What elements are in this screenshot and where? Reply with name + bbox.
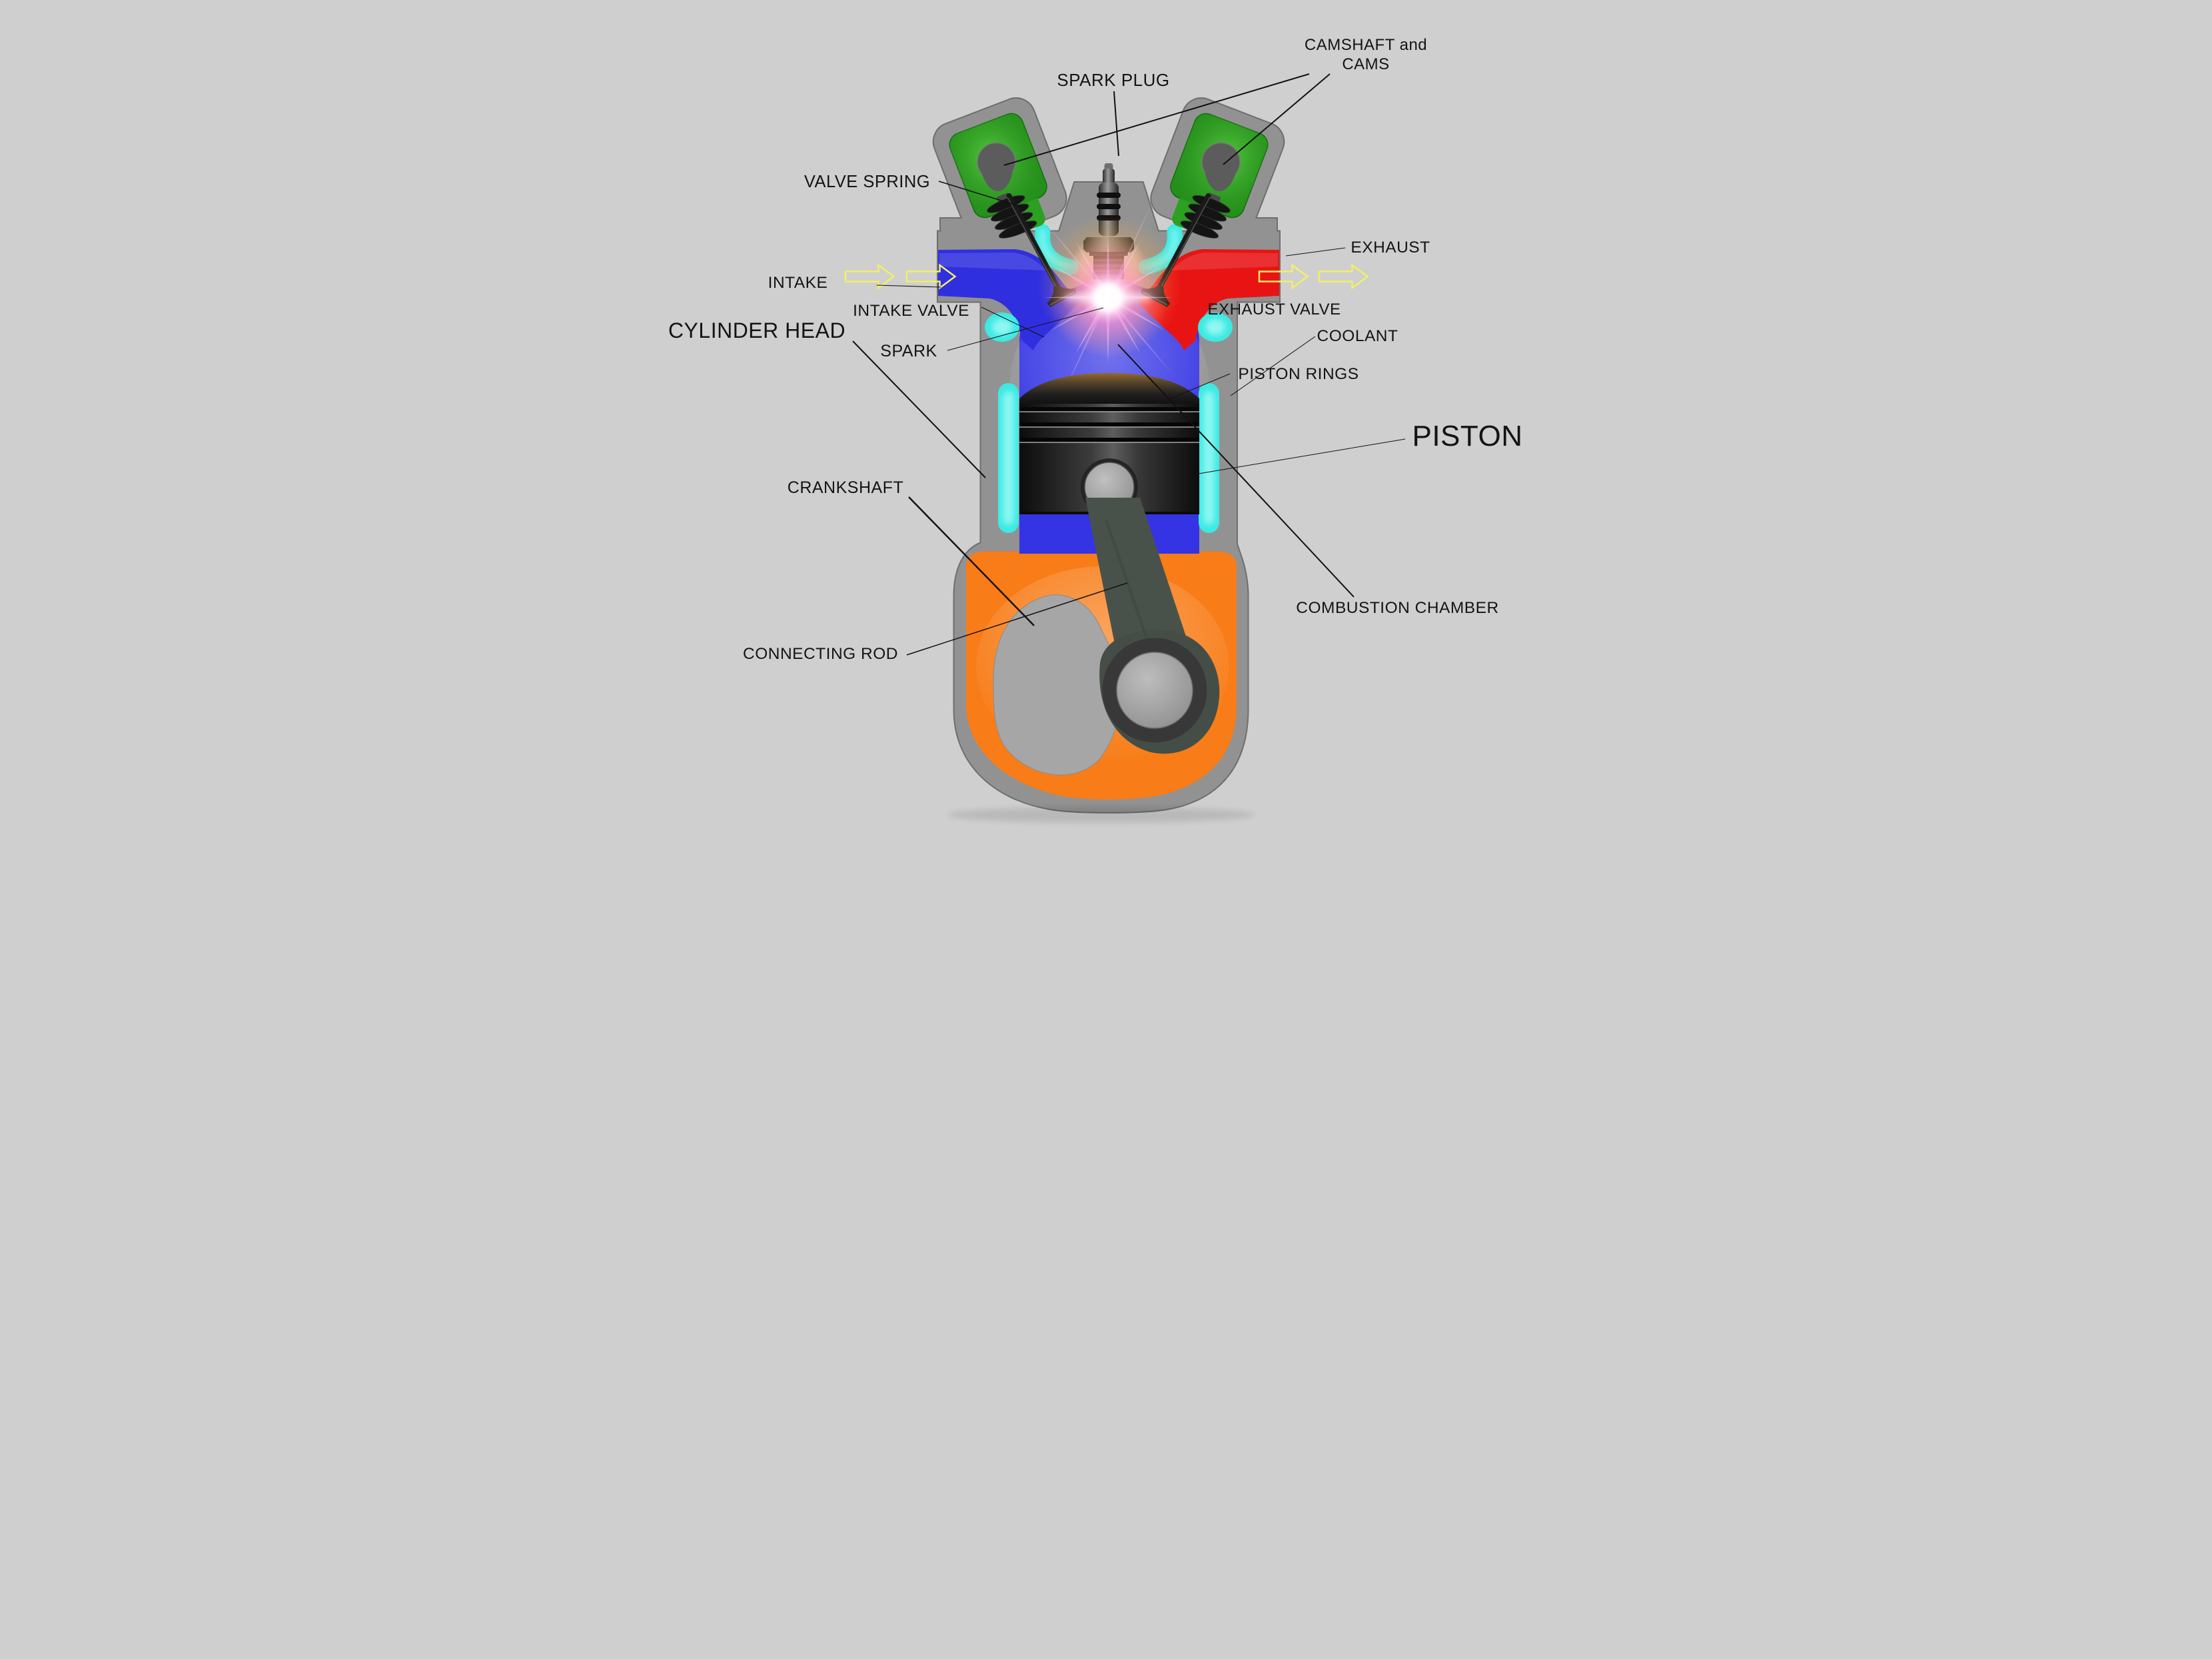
connecting-rod (1085, 498, 1220, 754)
label-exhaust: EXHAUST (1351, 239, 1430, 257)
label-cylinder-head: CYLINDER HEAD (668, 318, 845, 342)
label-connecting-rod: CONNECTING ROD (743, 645, 898, 663)
pointer-crankshaft (908, 496, 1035, 626)
pointer-lines (852, 73, 1406, 656)
pointer-coolant (1230, 336, 1316, 396)
engine-diagram: Internal combustion engine cross-section… (553, 0, 1659, 830)
label-piston-rings: PISTON RINGS (1238, 365, 1359, 383)
pointer-intake-valve (981, 306, 1045, 338)
pointer-cylinder-head (852, 340, 986, 478)
label-valve-spring: VALVE SPRING (804, 173, 930, 191)
pointer-intake (876, 284, 941, 288)
label-piston: PISTON (1412, 420, 1522, 452)
pointer-piston (1186, 438, 1406, 476)
crankcase-shadow (947, 807, 1255, 823)
label-spark: SPARK (880, 342, 937, 360)
pointer-exhaust (1285, 247, 1346, 257)
pointer-spark-plug (1113, 91, 1119, 157)
label-coolant: COOLANT (1317, 327, 1398, 345)
pointer-combustion-chamber (1117, 344, 1355, 598)
label-intake: INTAKE (768, 274, 828, 292)
intake-flow-arrow-2 (905, 263, 957, 290)
flow-arrows (844, 263, 1369, 290)
label-combustion-chamber: COMBUSTION CHAMBER (1296, 599, 1498, 617)
exhaust-port-sheen (1171, 253, 1278, 271)
intake-flow-arrow-1 (844, 263, 895, 290)
intake-port-sheen (939, 253, 1046, 271)
pointer-camshaft-right (1223, 73, 1331, 165)
pointer-spark (947, 307, 1104, 351)
crank-journal (1116, 652, 1193, 729)
big-end-ring (1102, 638, 1207, 743)
piston (1019, 373, 1199, 516)
piston-crown (1019, 373, 1199, 405)
piston-rings (1019, 407, 1199, 443)
pointer-valve-spring (938, 181, 1027, 209)
pointer-camshaft-left (1003, 73, 1310, 166)
spark-flash (1037, 204, 1181, 391)
label-spark-plug: SPARK PLUG (1057, 70, 1169, 90)
pointer-connecting-rod (906, 582, 1128, 656)
label-crankshaft: CRANKSHAFT (788, 478, 903, 497)
pointer-piston-rings (1167, 373, 1231, 400)
exhaust-flow-arrow-1 (1258, 263, 1309, 290)
label-intake-valve: INTAKE VALVE (853, 302, 969, 320)
label-exhaust-valve: EXHAUST VALVE (1208, 300, 1341, 318)
exhaust-flow-arrow-2 (1318, 263, 1369, 290)
